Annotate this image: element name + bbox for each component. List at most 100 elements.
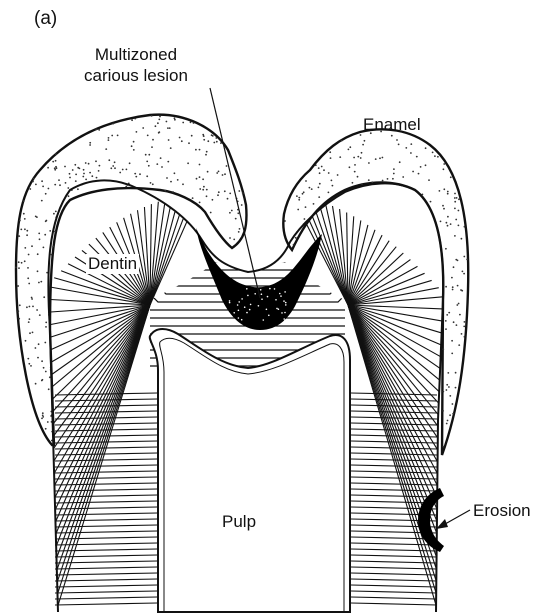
enamel-dot: [167, 127, 169, 129]
enamel-dot: [167, 161, 169, 163]
tubule-line: [150, 193, 193, 305]
enamel-dot: [361, 183, 363, 185]
root-line: [55, 585, 157, 587]
enamel-dot: [69, 173, 71, 175]
enamel-dot: [354, 164, 356, 166]
enamel-dot: [35, 184, 37, 186]
enamel-dot: [357, 156, 359, 158]
enamel-dot: [430, 201, 432, 203]
enamel-dot: [147, 135, 149, 137]
enamel-dot: [392, 178, 394, 180]
enamel-dot: [53, 213, 55, 215]
enamel-dot: [207, 171, 209, 173]
lesion-speck: [246, 288, 248, 290]
enamel-dot: [216, 172, 218, 174]
enamel-dot: [332, 185, 334, 187]
lesion-speck: [284, 320, 286, 322]
enamel-dot: [454, 193, 456, 195]
enamel-dot: [446, 384, 448, 386]
enamel-dot: [458, 225, 460, 227]
enamel-dot: [37, 253, 39, 255]
tubule-line: [150, 198, 172, 305]
enamel-dot: [48, 188, 50, 190]
enamel-dot: [122, 169, 124, 171]
enamel-dot: [48, 388, 50, 390]
enamel-dot: [458, 210, 460, 212]
enamel-dot: [202, 134, 204, 136]
root-line: [55, 603, 157, 605]
enamel-dot: [451, 340, 453, 342]
enamel-dot: [190, 121, 192, 123]
enamel-dot: [446, 222, 448, 224]
root-line: [55, 567, 157, 569]
enamel-dot: [239, 228, 241, 230]
enamel-dot: [32, 306, 34, 308]
enamel-dot: [89, 144, 91, 146]
enamel-dot: [129, 162, 131, 164]
enamel-dot: [298, 197, 300, 199]
enamel-dot: [442, 410, 444, 412]
enamel-dot: [148, 165, 150, 167]
enamel-dot: [305, 206, 307, 208]
lesion-speck: [278, 308, 280, 310]
enamel-dot: [193, 122, 195, 124]
enamel-dot: [393, 168, 395, 170]
root-line: [351, 579, 437, 581]
enamel-dot: [315, 164, 317, 166]
enamel-dot: [24, 247, 26, 249]
lesion-speck: [280, 295, 282, 297]
enamel-dot: [451, 277, 453, 279]
enamel-dot: [119, 172, 121, 174]
enamel-dot: [360, 157, 362, 159]
enamel-dot: [298, 199, 300, 201]
carious-lesion: [196, 228, 322, 330]
root-line: [55, 579, 157, 581]
enamel-dot: [166, 177, 168, 179]
root-line: [351, 567, 437, 569]
enamel-dot: [445, 328, 447, 330]
enamel-dot: [449, 414, 451, 416]
enamel-dot: [405, 147, 407, 149]
enamel-dot: [95, 160, 97, 162]
enamel-dot: [442, 446, 444, 448]
enamel-dot: [19, 220, 21, 222]
enamel-dot: [111, 135, 113, 137]
enamel-dot: [323, 169, 325, 171]
pulp-chamber: [150, 329, 350, 612]
enamel-dot: [37, 270, 39, 272]
root-line: [351, 465, 437, 467]
lesion-speck: [249, 309, 251, 311]
enamel-dot: [206, 189, 208, 191]
enamel-dot: [18, 267, 20, 269]
enamel-dot: [152, 183, 154, 185]
tubule-line: [54, 305, 150, 500]
enamel-dot: [52, 161, 54, 163]
lesion-speck: [258, 305, 260, 307]
enamel-dot: [82, 176, 84, 178]
enamel-dot: [26, 234, 28, 236]
lesion-speck: [275, 299, 277, 301]
lesion-speck: [267, 296, 269, 298]
enamel-dot: [446, 389, 448, 391]
root-line: [55, 537, 157, 539]
root-line: [55, 525, 157, 527]
tubule-line: [348, 273, 425, 305]
enamel-dot: [445, 248, 447, 250]
enamel-dot: [28, 363, 30, 365]
enamel-dot: [170, 181, 172, 183]
lesion-speck: [246, 312, 248, 314]
enamel-dot: [349, 166, 351, 168]
enamel-dot: [133, 141, 135, 143]
enamel-dot: [331, 180, 333, 182]
root-line: [55, 459, 157, 461]
root-line: [351, 573, 437, 575]
enamel-dot: [17, 285, 19, 287]
enamel-dot: [203, 139, 205, 141]
enamel-dot: [32, 181, 34, 183]
enamel-dot: [318, 167, 320, 169]
enamel-dot: [139, 173, 141, 175]
enamel-dot: [206, 195, 208, 197]
lesion-speck: [238, 301, 240, 303]
enamel-dot: [210, 212, 212, 214]
enamel-dot: [443, 163, 445, 165]
